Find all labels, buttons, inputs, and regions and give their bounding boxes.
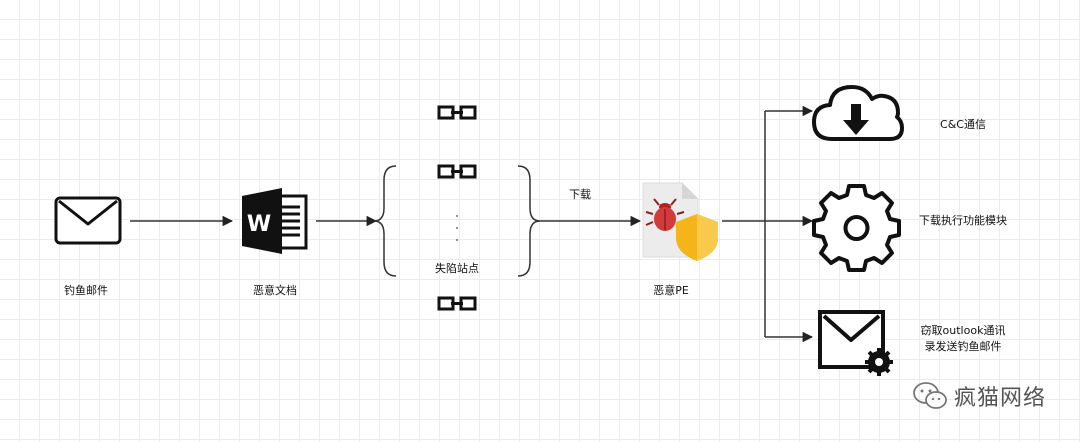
shield-icon [676, 214, 718, 261]
ellipsis-dots [456, 215, 458, 241]
node-label-email: 钓鱼邮件 [64, 284, 108, 297]
word-document-icon: W [242, 188, 308, 254]
chain-link-icon [437, 296, 477, 311]
right-brace [517, 165, 541, 277]
node-label-outlook-1: 窃取outlook通讯 [920, 324, 1006, 337]
node-label-doc: 恶意文档 [253, 284, 297, 297]
svg-text:W: W [247, 212, 271, 237]
bug-icon [645, 198, 685, 231]
mail-settings-icon [818, 310, 893, 376]
chain-link-icon [437, 164, 477, 179]
node-label-outlook-2: 录发送钓鱼邮件 [924, 340, 1002, 353]
watermark-text: 疯猫网络 [953, 386, 1046, 411]
malicious-pe-icon [642, 182, 718, 261]
node-label-sites: 失陷站点 [435, 262, 479, 275]
envelope-icon [54, 196, 122, 245]
chain-link-icon [437, 105, 477, 120]
node-label-pe: 恶意PE [653, 284, 689, 297]
left-brace [373, 165, 397, 277]
edge-label-download: 下载 [569, 188, 591, 201]
node-label-modules: 下载执行功能模块 [919, 214, 1007, 227]
watermark: 疯猫网络 [912, 380, 1046, 412]
wechat-icon [913, 382, 947, 409]
cloud-download-icon [812, 85, 904, 141]
node-label-cc: C&C通信 [940, 118, 986, 131]
gear-icon [812, 184, 901, 272]
branch-connector [722, 105, 814, 343]
